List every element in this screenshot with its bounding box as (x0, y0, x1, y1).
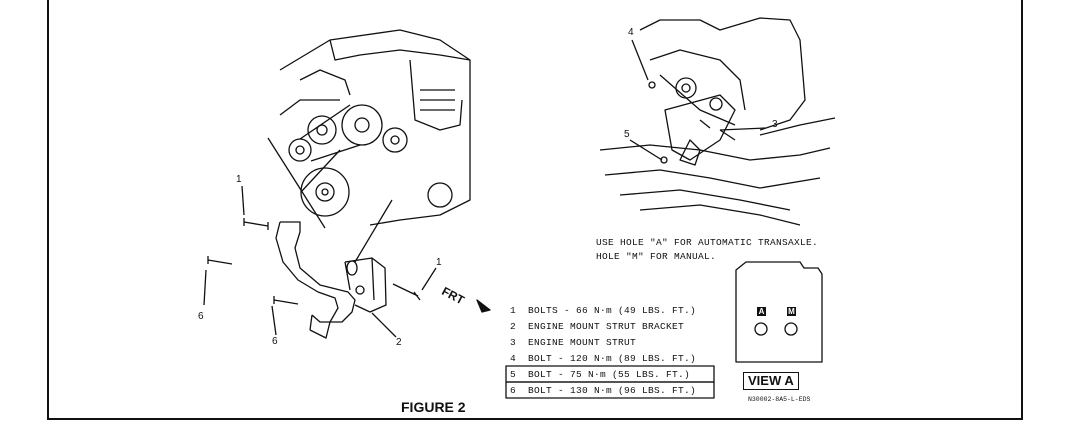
legend-text: ENGINE MOUNT STRUT BRACKET (528, 321, 685, 332)
legend-text: BOLT - 75 N·m (55 LBS. FT.) (528, 369, 691, 380)
hole-note-line2: HOLE "M" FOR MANUAL. (596, 251, 717, 262)
legend-num: 1 (510, 305, 517, 316)
hole-note-line1: USE HOLE "A" FOR AUTOMATIC TRANSAXLE. (596, 237, 819, 248)
image-code: N30002-8A5-L-EDS (748, 396, 811, 403)
callout-1-right: 1 (436, 257, 442, 268)
callout-2: 2 (396, 337, 402, 348)
callout-4: 4 (628, 27, 634, 38)
callout-6-left: 6 (198, 311, 204, 322)
legend-item-5: 5 BOLT - 75 N·m (55 LBS. FT.) (510, 370, 690, 380)
view-a-label: VIEW A (743, 372, 799, 390)
legend-text: BOLT - 120 N·m (89 LBS. FT.) (528, 353, 697, 364)
legend-num: 3 (510, 337, 517, 348)
legend-num: 2 (510, 321, 517, 332)
legend-item-4: 4 BOLT - 120 N·m (89 LBS. FT.) (510, 354, 696, 364)
legend-item-1: 1 BOLTS - 66 N·m (49 LBS. FT.) (510, 306, 696, 316)
hole-a-marker: A (757, 307, 766, 316)
legend-num: 5 (510, 369, 517, 380)
legend-text: BOLT - 130 N·m (96 LBS. FT.) (528, 385, 697, 396)
legend-item-3: 3 ENGINE MOUNT STRUT (510, 338, 636, 348)
figure-title: FIGURE 2 (401, 399, 466, 415)
legend-num: 6 (510, 385, 517, 396)
legend-num: 4 (510, 353, 517, 364)
callout-5: 5 (624, 129, 630, 140)
legend-text: ENGINE MOUNT STRUT (528, 337, 637, 348)
figure-frame (47, 0, 1023, 420)
hole-m-marker: M (787, 307, 796, 316)
legend-item-2: 2 ENGINE MOUNT STRUT BRACKET (510, 322, 684, 332)
legend-text: BOLTS - 66 N·m (49 LBS. FT.) (528, 305, 697, 316)
callout-6-lower: 6 (272, 336, 278, 347)
callout-3: 3 (772, 119, 778, 130)
legend-item-6: 6 BOLT - 130 N·m (96 LBS. FT.) (510, 386, 696, 396)
callout-1-upper: 1 (236, 174, 242, 185)
